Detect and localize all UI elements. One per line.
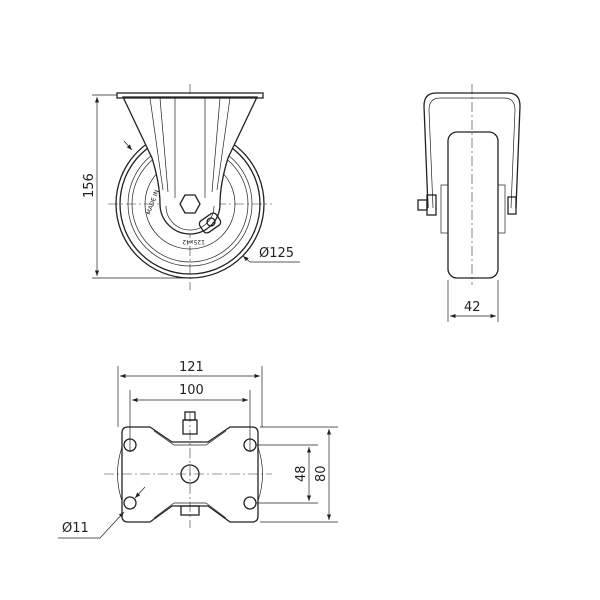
axle-nut-right xyxy=(507,196,517,215)
plan-view: 121 100 48 80 Ø11 xyxy=(58,360,338,539)
wheel-marking-size: 125x42 xyxy=(182,238,205,245)
wheel-side xyxy=(447,131,499,279)
plate-length-dim-label: 121 xyxy=(179,360,204,375)
bolt-bottom xyxy=(180,505,200,516)
height-dim-label: 156 xyxy=(82,173,97,198)
front-view: MADE IN 125x42 156 Ø125 xyxy=(82,84,300,290)
diameter-dim-label: Ø125 xyxy=(259,246,294,261)
plate-width-dim-label: 80 xyxy=(314,465,329,482)
mounting-plate xyxy=(121,426,259,523)
hole-diameter-dim-label: Ø11 xyxy=(62,521,89,536)
center-hole xyxy=(180,464,200,484)
axle-nut xyxy=(179,194,201,214)
hole-spacing-length-dim-label: 100 xyxy=(179,383,204,398)
wheel-marking-origin: MADE IN xyxy=(145,189,160,216)
width-dim-label: 42 xyxy=(464,300,481,315)
fork-bracket xyxy=(116,92,264,235)
grease-nipple xyxy=(198,212,222,234)
side-view: 42 xyxy=(417,84,521,322)
hole-spacing-width-dim-label: 48 xyxy=(294,465,309,482)
